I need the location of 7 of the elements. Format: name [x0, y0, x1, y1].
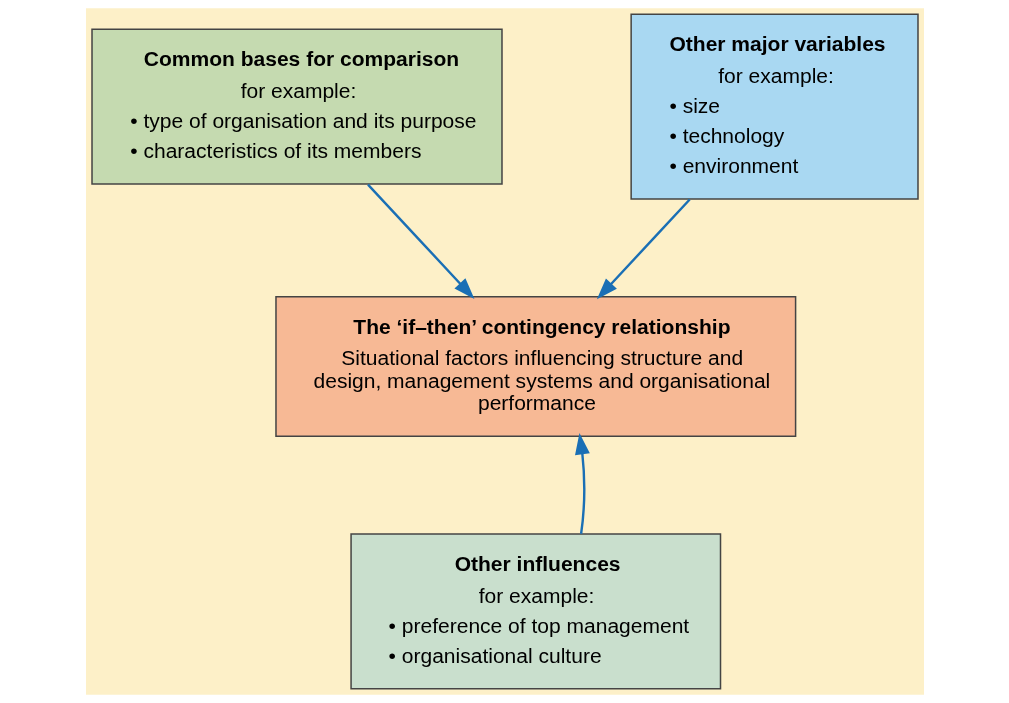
arrow — [366, 183, 474, 300]
node-box: Common bases for comparison for example: • type of organisation and its purpose • characteristics of its members — [90, 28, 503, 185]
node-box: The ‘if–then’ contingency relationship Situational factors influencing structure and design, management systems and organisational performance — [274, 295, 796, 438]
arrow — [596, 198, 691, 300]
node-box: Other major variables for example: • size • technology • environment — [629, 13, 919, 200]
node-box: Other influences for example: • preference of top management • organisational culture — [349, 533, 721, 690]
arrow — [574, 433, 590, 534]
